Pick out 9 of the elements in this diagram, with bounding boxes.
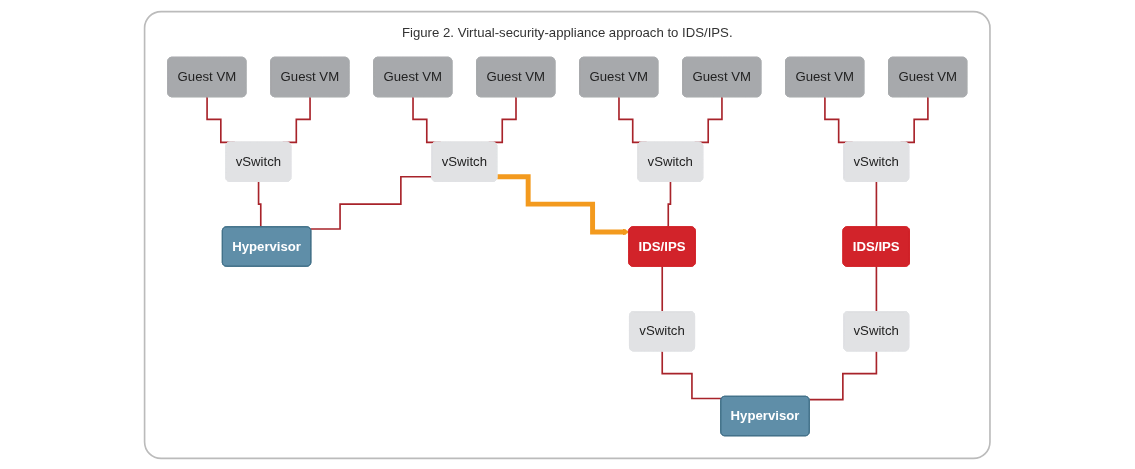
- connector: [309, 175, 434, 230]
- connector: [257, 180, 265, 228]
- arrow: [497, 173, 630, 236]
- connector: [661, 350, 723, 399]
- connector: [665, 180, 672, 228]
- connector: [808, 350, 878, 400]
- connector: [661, 265, 664, 313]
- connector: [875, 265, 878, 313]
- connector: [875, 180, 878, 228]
